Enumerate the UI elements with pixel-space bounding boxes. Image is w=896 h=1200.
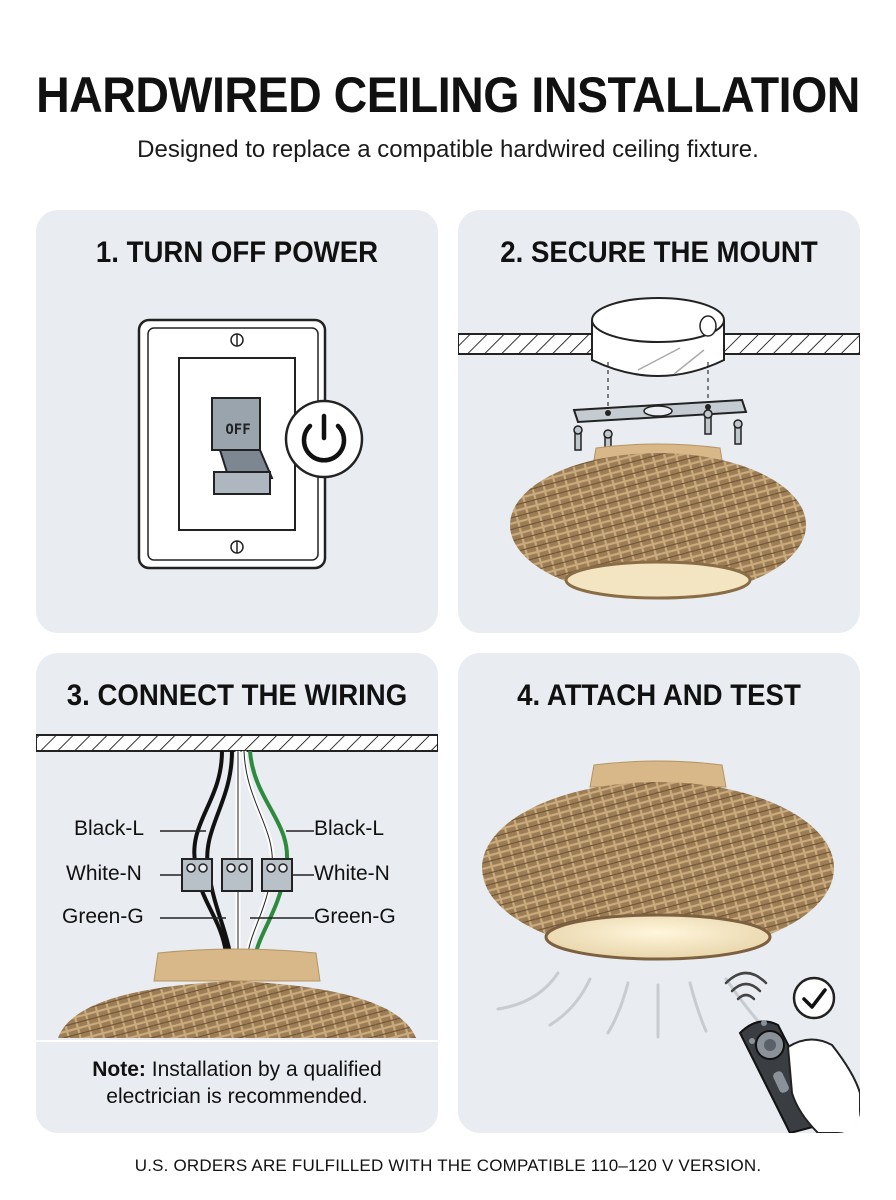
mounting-bracket-icon [572, 398, 748, 424]
note-line-1: Installation by a qualified [145, 1058, 382, 1081]
power-icon [301, 413, 347, 463]
note-bold: Note: [92, 1058, 146, 1081]
step-2-panel: 2. SECURE THE MOUNT [458, 210, 860, 633]
step-2-title: 2. SECURE THE MOUNT [500, 236, 818, 269]
right-label-white: White-N [314, 862, 390, 885]
step-4-title: 4. ATTACH AND TEST [517, 679, 801, 712]
switch-off-label: OFF [225, 422, 251, 438]
wireless-signal-icon [724, 971, 768, 1001]
step-4-panel: 4. ATTACH AND TEST [458, 653, 860, 1133]
wiring-illustration [36, 734, 438, 1038]
page-subtitle: Designed to replace a compatible hardwir… [137, 136, 759, 163]
left-label-green: Green-G [62, 905, 144, 928]
installation-note: Note: Installation by a qualified electr… [36, 1040, 438, 1133]
mount-illustration [458, 297, 860, 600]
right-label-green: Green-G [314, 905, 396, 928]
left-label-white: White-N [66, 862, 142, 885]
checkmark-icon [792, 976, 836, 1020]
terminal-blocks [181, 858, 293, 892]
step-1-title: 1. TURN OFF POWER [95, 236, 379, 269]
attach-test-illustration [482, 760, 860, 1133]
footer-note: U.S. ORDERS ARE FULFILLED WITH THE COMPA… [134, 1156, 762, 1175]
step-1-panel: 1. TURN OFF POWER OFF [36, 210, 438, 633]
left-label-black: Black-L [74, 817, 145, 840]
note-line-2: electrician is recommended. [106, 1085, 368, 1108]
light-switch-illustration [137, 318, 364, 570]
step-3-title: 3. CONNECT THE WIRING [66, 679, 408, 712]
page-title: HARDWIRED CEILING INSTALLATION [36, 67, 860, 123]
airflow-lines [496, 971, 760, 1039]
right-label-black: Black-L [314, 817, 385, 840]
